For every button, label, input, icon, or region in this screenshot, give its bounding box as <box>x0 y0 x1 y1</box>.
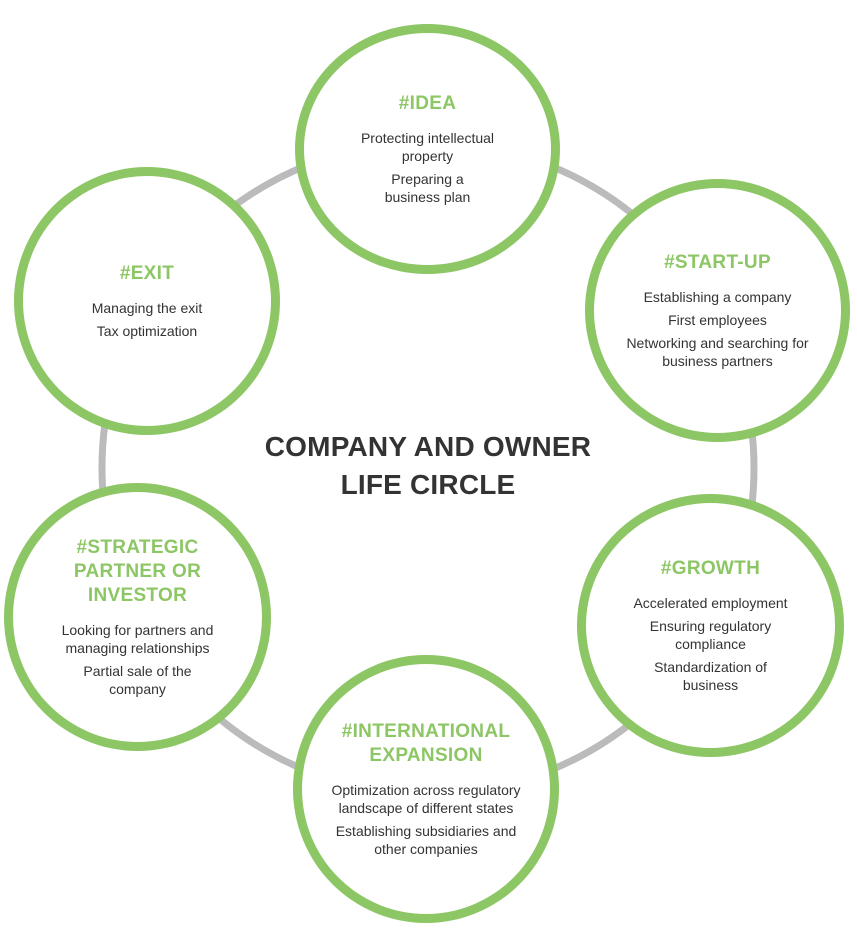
stage-item: Partial sale of the company <box>83 663 192 697</box>
stage-node-growth: #GROWTH Accelerated employment Ensuring … <box>577 494 844 757</box>
stage-node-international-expansion: #INTERNATIONAL EXPANSION Optimization ac… <box>293 655 559 923</box>
stage-node-strategic-partner-or-investor: #STRATEGIC PARTNER OR INVESTOR Looking f… <box>4 483 271 751</box>
stage-item: Managing the exit <box>91 300 203 316</box>
stage-node-start-up: #START-UP Establishing a company First e… <box>585 179 850 442</box>
stage-item: Establishing subsidiaries and other comp… <box>335 823 517 857</box>
stage-item: First employees <box>668 312 767 328</box>
stage-item: Establishing a company <box>643 289 792 305</box>
stage-item: Networking and searching for business pa… <box>626 335 809 369</box>
diagram-title: COMPANY AND OWNER LIFE CIRCLE <box>228 428 628 504</box>
stage-node-idea: #IDEA Protecting intellectual property P… <box>295 24 560 274</box>
diagram-title-line-2: LIFE CIRCLE <box>340 469 516 500</box>
stage-title: #IDEA <box>398 93 457 114</box>
stage-title: #START-UP <box>664 252 771 273</box>
stage-item: Preparing a business plan <box>384 171 471 205</box>
stage-title: #STRATEGIC PARTNER OR INVESTOR <box>73 537 202 606</box>
stage-item: Tax optimization <box>96 323 198 339</box>
stage-title: #GROWTH <box>660 558 761 579</box>
stage-item: Looking for partners and managing relati… <box>61 622 214 656</box>
stage-item: Accelerated employment <box>633 595 788 611</box>
stage-item: Standardization of business <box>654 659 767 693</box>
stage-title: #INTERNATIONAL EXPANSION <box>341 721 511 766</box>
stage-node-exit: #EXIT Managing the exit Tax optimization <box>14 167 280 435</box>
stage-title: #EXIT <box>119 263 175 284</box>
diagram-title-line-1: COMPANY AND OWNER <box>264 431 592 462</box>
stage-item: Protecting intellectual property <box>360 130 495 164</box>
stage-item: Optimization across regulatory landscape… <box>331 782 521 816</box>
stage-item: Ensuring regulatory compliance <box>649 618 772 652</box>
